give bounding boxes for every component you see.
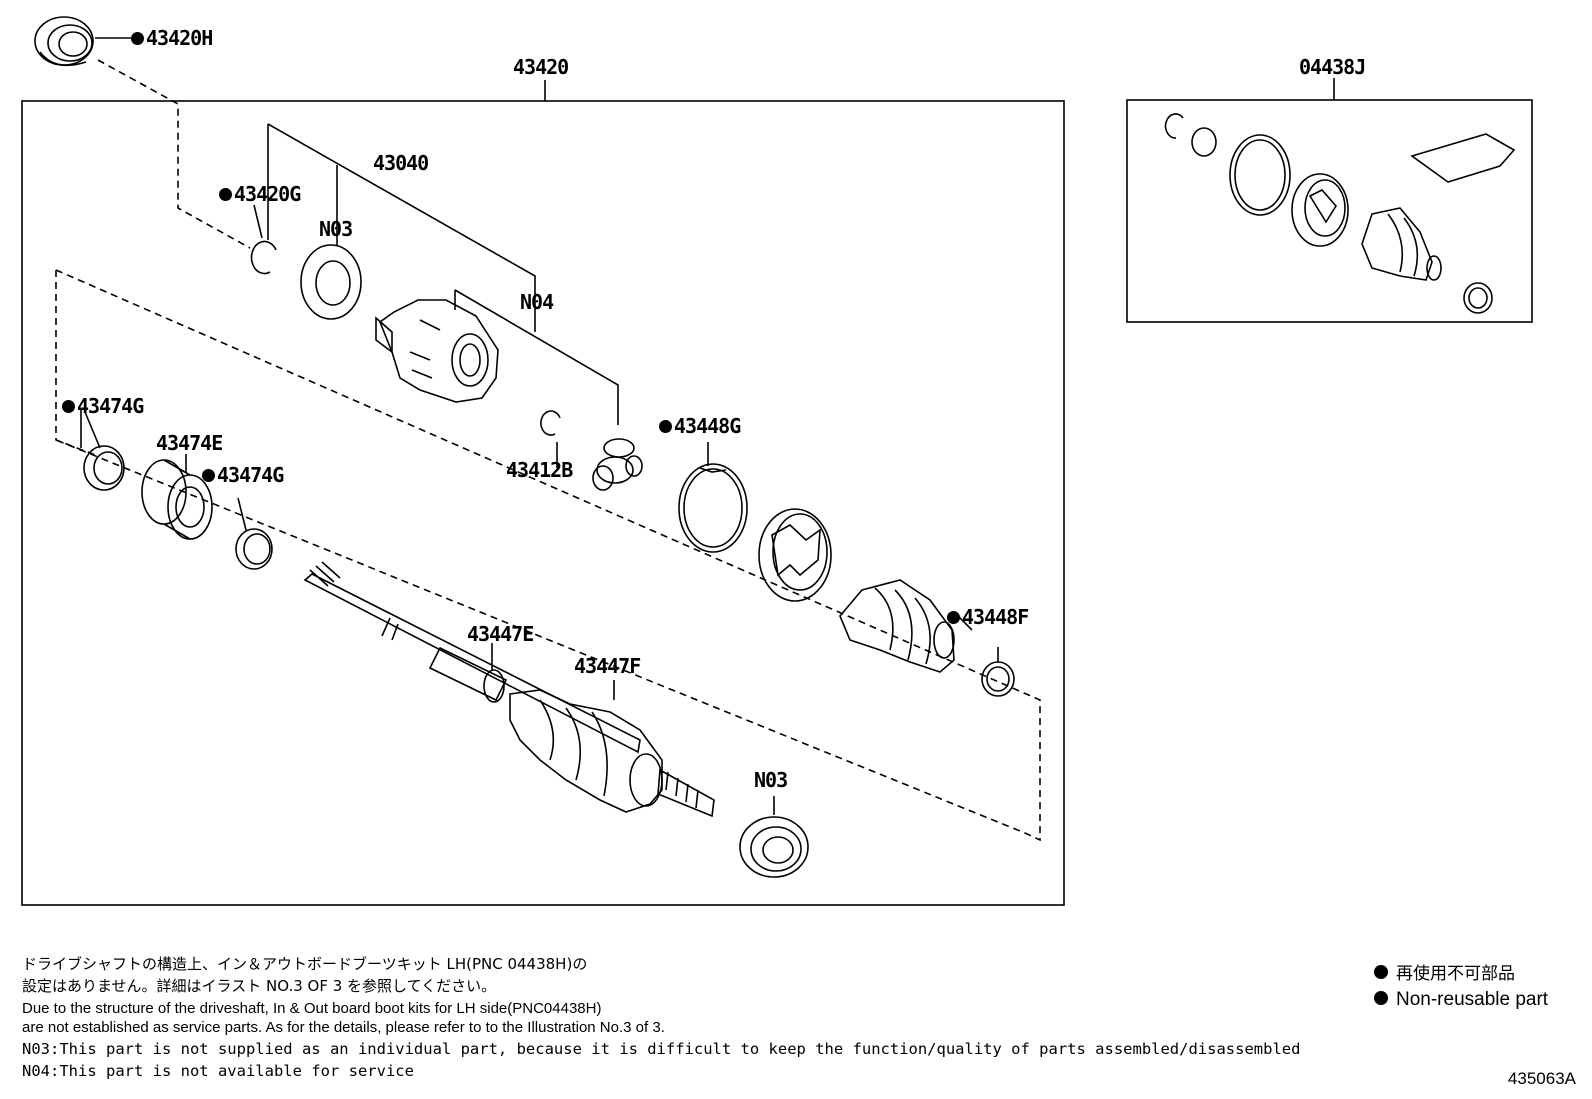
legend-non-reusable-jp: 再使用不可部品	[1374, 962, 1515, 986]
drive-shaft	[303, 561, 641, 754]
callout-43420G: 43420G	[219, 184, 301, 204]
clamp-43474G-left	[83, 445, 125, 491]
boot-kit-contents	[1164, 113, 1516, 314]
callout-43447F: 43447F	[574, 654, 641, 678]
callout-43474G-right: 43474G	[202, 465, 284, 485]
inboard-boot	[758, 508, 832, 602]
snap-ring-43420G	[250, 240, 277, 275]
snap-ring-43412B	[540, 410, 561, 436]
illustration-reference-number: 435063A	[1507, 1069, 1576, 1088]
damper-43474E	[141, 459, 213, 540]
note-en-line-1: Due to the structure of the driveshaft, …	[22, 1000, 602, 1017]
callout-43040: 43040	[373, 151, 429, 175]
non-reusable-dot-icon	[659, 420, 672, 433]
non-reusable-dot-icon	[1374, 965, 1388, 979]
tripod-N04	[592, 438, 643, 491]
callout-43474G-left: 43474G	[62, 396, 144, 416]
seal-N03-bottom	[739, 816, 809, 878]
outboard-cv-joint	[509, 689, 715, 818]
clamp-43474G-right	[235, 528, 273, 570]
note-jp-line-2: 設定はありません。詳細はイラスト NO.3 OF 3 を参照してください。	[22, 977, 497, 995]
callout-43420: 43420	[513, 55, 569, 79]
legend-non-reusable-en: Non-reusable part	[1374, 988, 1548, 1012]
note-jp-line-1: ドライブシャフトの構造上、イン＆アウトボードブーツキット LH(PNC 0443…	[22, 955, 588, 973]
outboard-boot	[839, 579, 955, 673]
callout-04438J: 04438J	[1299, 55, 1366, 79]
non-reusable-dot-icon	[1374, 991, 1388, 1005]
clamp-43448G	[678, 463, 748, 553]
boot-kit-frame-04438J	[1126, 99, 1533, 323]
non-reusable-dot-icon	[131, 32, 144, 45]
assembly-frame-43420	[21, 100, 1065, 906]
non-reusable-dot-icon	[947, 611, 960, 624]
callout-43474E: 43474E	[156, 431, 223, 455]
callout-N03-bottom: N03	[754, 768, 788, 792]
callout-N03-top: N03	[319, 217, 353, 241]
note-en-line-2: are not established as service parts. As…	[22, 1019, 665, 1036]
callout-N04: N04	[520, 290, 554, 314]
seal-43420H-part	[34, 16, 94, 67]
note-n03: N03:This part is not supplied as an indi…	[22, 1040, 1301, 1058]
note-n04: N04:This part is not available for servi…	[22, 1062, 414, 1080]
non-reusable-dot-icon	[62, 400, 75, 413]
callout-43412B: 43412B	[506, 458, 573, 482]
non-reusable-dot-icon	[202, 469, 215, 482]
non-reusable-dot-icon	[219, 188, 232, 201]
inboard-joint-housing	[375, 299, 499, 403]
callout-43447E: 43447E	[467, 622, 534, 646]
callout-43448F: 43448F	[947, 607, 1029, 627]
callout-43420H: 43420H	[131, 28, 213, 48]
callout-43448G: 43448G	[659, 416, 741, 436]
